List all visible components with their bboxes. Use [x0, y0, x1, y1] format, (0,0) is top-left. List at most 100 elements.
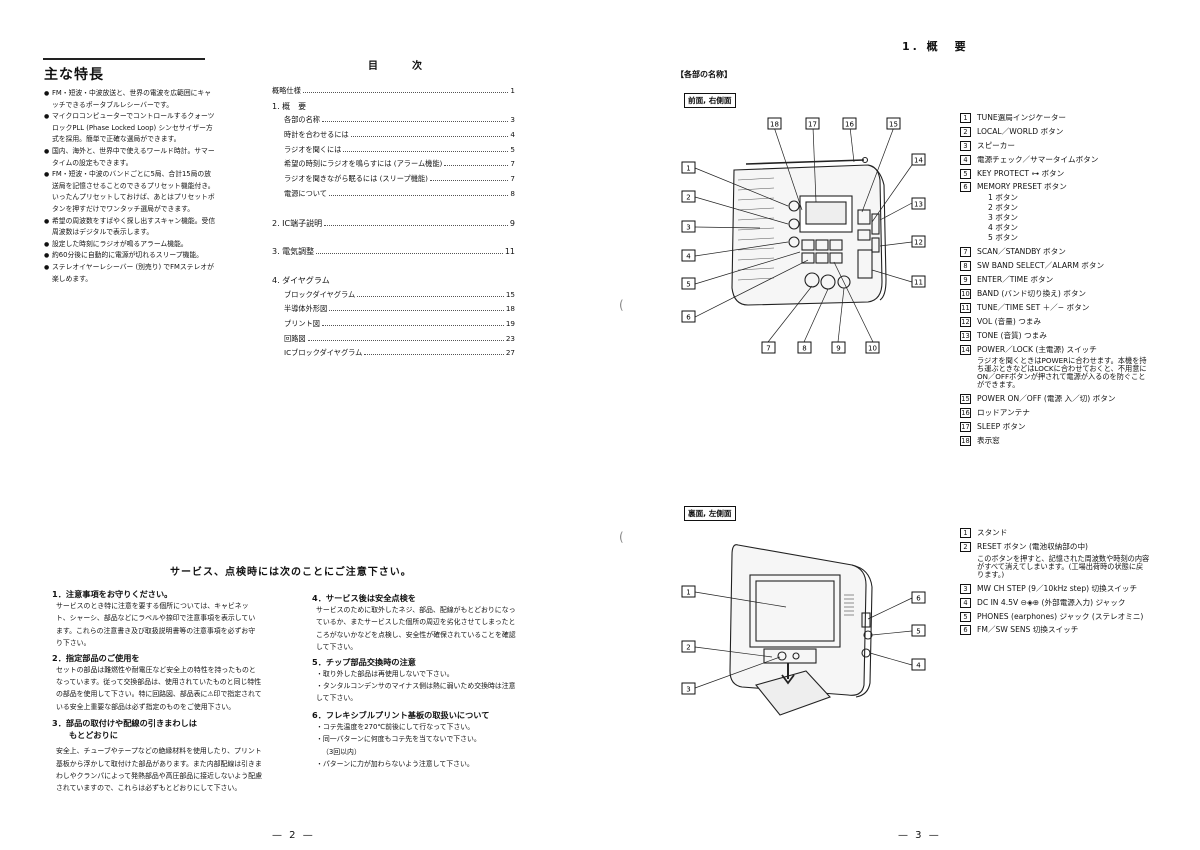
part-description: SW BAND SELECT／ALARM ボタン	[977, 261, 1105, 271]
part-number-box: 3	[960, 140, 971, 151]
svg-text:12: 12	[914, 239, 923, 247]
part-number-box: 5	[960, 611, 971, 622]
service-right-column: 4．サービス後は安全点検を サービスのために取外したネジ、部品、配線がもとどおり…	[312, 592, 517, 770]
service-bullet: （3回以内）	[322, 747, 361, 756]
callout-4: 4	[911, 658, 926, 671]
part-description: LOCAL／WORLD ボタン	[977, 126, 1064, 136]
toc-page: 8	[510, 188, 515, 198]
callout-9: 9	[831, 341, 846, 354]
svg-text:6: 6	[686, 314, 691, 322]
part-description: DC IN 4.5V ⊖◈⊕ (外部電源入力) ジャック	[977, 597, 1126, 607]
part-number-box: 1	[960, 528, 971, 538]
toc-label: 半導体外形図	[284, 304, 328, 314]
toc-row: 4. ダイヤグラム	[272, 275, 515, 290]
toc-page: 3	[510, 115, 515, 125]
feature-item: マイクロコンピューターでコントロールするクォーツロックPLL (Phase Lo…	[44, 111, 216, 146]
service-heading-3: 3．部品の取付けや配線の引きまわしは	[52, 718, 197, 729]
svg-text:9: 9	[836, 345, 840, 353]
part-description: MW CH STEP (9／10kHz step) 切換スイッチ	[977, 583, 1138, 593]
toc-label: ICブロックダイヤグラム	[284, 348, 363, 358]
callout-1: 1	[681, 585, 696, 598]
toc-label: ラジオを聞くには	[284, 144, 342, 154]
toc-leader	[321, 121, 509, 123]
part-description: FM／SW SENS 切換スイッチ	[977, 625, 1079, 635]
part-number-box: 7	[960, 247, 971, 258]
part-description: TUNE選局インジケーター	[977, 113, 1067, 122]
toc-label: 希望の時刻にラジオを鳴らすには (アラーム機能)	[284, 159, 443, 169]
features-title: 主な特長	[44, 67, 104, 83]
svg-text:13: 13	[914, 201, 923, 209]
reset-note: ります。)	[977, 569, 1005, 579]
back-callouts: 1 2 3 6 5 4	[681, 585, 926, 695]
power-lock-note: ラジオを聞くときはPOWERに合わせます。本機を持	[977, 356, 1147, 366]
scan-mark: (	[619, 298, 624, 312]
part-item: 16 ロッドアンテナ	[960, 408, 1175, 419]
svg-text:5: 5	[916, 628, 920, 636]
features-rule	[43, 58, 205, 60]
toc-row: 電源について 8	[272, 189, 515, 204]
part-description: RESET ボタン (電池収納部の中)	[977, 541, 1089, 551]
feature-item: FM・短波・中波放送と、世界の電波を広範囲にキャッチできるポータブルレシーバーで…	[44, 88, 216, 111]
callout-13: 13	[911, 197, 926, 210]
part-number-box: 14	[960, 344, 971, 355]
toc-page: 15	[505, 289, 515, 299]
part-number-box: 16	[960, 408, 971, 419]
service-heading-5: 5．チップ部品交換時の注意	[312, 656, 416, 667]
toc-leader	[316, 253, 503, 255]
callout-6: 6	[681, 310, 696, 323]
callout-11: 11	[911, 275, 926, 288]
callout-1: 1	[681, 161, 696, 174]
feature-item: ステレオイヤーレシーバー (別売り) でFMステレオが楽しめます。	[44, 262, 216, 285]
service-title: サービス、点検時には次のことにご注意下さい。	[170, 567, 412, 578]
svg-text:18: 18	[770, 121, 779, 129]
part-number-box: 12	[960, 316, 971, 327]
callout-2: 2	[681, 190, 696, 203]
svg-text:10: 10	[868, 345, 877, 353]
preset-button-item: 3 ボタン	[988, 213, 1019, 223]
toc-row: ICブロックダイヤグラム 27	[272, 348, 515, 363]
toc-leader	[364, 354, 504, 356]
power-lock-note: ができます。	[977, 380, 1020, 390]
toc-leader	[321, 324, 504, 326]
svg-text:1: 1	[686, 165, 690, 173]
part-number-box: 15	[960, 394, 971, 405]
toc-title: 目 次	[368, 61, 434, 72]
toc-page: 27	[505, 348, 515, 358]
svg-text:8: 8	[802, 345, 806, 353]
toc-page: 19	[505, 318, 515, 328]
part-description: VOL (音量) つまみ	[977, 316, 1041, 326]
callout-16: 16	[842, 117, 857, 130]
toc-label: 概略仕様	[272, 86, 301, 95]
toc-label: ラジオを聞きながら眠るには (スリープ機能)	[284, 174, 428, 184]
toc-page: 9	[509, 218, 515, 228]
part-number-box: 1	[960, 113, 971, 123]
part-description: TONE (音質) つまみ	[977, 330, 1047, 340]
toc-page: 18	[505, 304, 515, 314]
toc-leader	[302, 92, 509, 93]
part-description: ロッドアンテナ	[977, 408, 1030, 418]
service-text-3: 安全上、チューブやテープなどの絶縁材料を使用したり、プリント基板から浮かして取付…	[56, 747, 262, 793]
service-bullet: ・同一パターンに何度もコテ先を当てないで下さい。	[316, 735, 481, 744]
part-number-box: 6	[960, 625, 971, 636]
toc-label: 電源について	[284, 188, 327, 198]
toc-gap	[272, 204, 515, 218]
callout-14: 14	[911, 153, 926, 166]
reset-note: このボタンを押すと、記憶された周波数や時刻の内容	[977, 553, 1150, 563]
toc-label: プリント図	[284, 318, 320, 328]
part-number-box: 13	[960, 330, 971, 341]
toc-row: プリント図 19	[272, 319, 515, 334]
part-description: PHONES (earphones) ジャック (ステレオミニ)	[977, 611, 1144, 621]
part-number-box: 10	[960, 289, 971, 300]
part-number-box: 4	[960, 154, 971, 165]
